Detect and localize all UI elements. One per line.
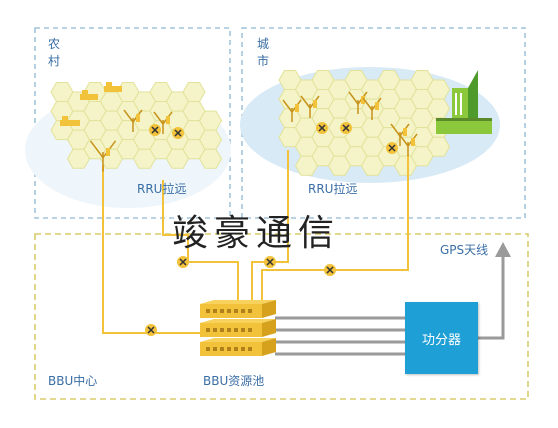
hex-cell bbox=[426, 79, 451, 100]
wrench-icon bbox=[324, 264, 336, 276]
wrench-icon bbox=[264, 256, 276, 268]
hex-cell bbox=[182, 82, 206, 102]
urban-region-label: 城市 bbox=[257, 37, 270, 68]
antenna-icon bbox=[89, 140, 117, 172]
antenna-icon bbox=[153, 111, 173, 134]
bbu-center-box bbox=[34, 233, 529, 400]
hex-cell bbox=[426, 98, 451, 119]
wrench-icon bbox=[316, 122, 328, 134]
urban-cell-cluster bbox=[278, 70, 451, 176]
city-building-icon bbox=[436, 70, 492, 134]
bbu-pool-label: BBU资源池 bbox=[203, 374, 265, 388]
hex-cell bbox=[426, 136, 451, 157]
house-icon bbox=[104, 82, 122, 92]
hex-cell bbox=[198, 129, 223, 150]
wrench-icon bbox=[145, 324, 157, 336]
rural-region-label: 农村 bbox=[48, 37, 61, 68]
bbu-server bbox=[200, 300, 276, 318]
gray-lines bbox=[275, 256, 505, 356]
rural-region-box bbox=[34, 27, 231, 219]
wrench-icon bbox=[172, 127, 184, 139]
power-splitter-label: 功分器 bbox=[421, 332, 461, 348]
wrench-icon bbox=[340, 122, 352, 134]
bbu-pool-servers bbox=[200, 300, 276, 356]
gps-arrow-head bbox=[495, 242, 511, 257]
bbu-server bbox=[200, 319, 276, 337]
watermark: 竣豪通信 bbox=[172, 213, 341, 254]
house-icon bbox=[80, 90, 98, 100]
wrench-icon bbox=[149, 124, 161, 136]
antenna-icon bbox=[300, 95, 320, 118]
antenna-icon bbox=[123, 109, 143, 132]
wrench-icons bbox=[145, 122, 398, 336]
hex-cell bbox=[198, 110, 223, 131]
antenna-icon bbox=[362, 97, 382, 120]
antenna-icon bbox=[398, 133, 418, 156]
bbu-center-label: BBU中心 bbox=[48, 374, 98, 388]
house-icon bbox=[60, 116, 80, 126]
power-splitter: 功分器 bbox=[405, 302, 478, 374]
wrench-icon bbox=[177, 256, 189, 268]
urban-rru-label: RRU拉远 bbox=[308, 182, 358, 196]
antennas bbox=[89, 91, 418, 172]
rural-cell-cluster bbox=[50, 82, 223, 169]
bbu-server bbox=[200, 338, 276, 356]
rural-rru-label: RRU拉远 bbox=[137, 182, 187, 196]
wrench-icon bbox=[386, 142, 398, 154]
antenna-icon bbox=[348, 91, 368, 114]
gps-antenna-label: GPS天线 bbox=[440, 243, 489, 257]
hex-cell bbox=[198, 148, 223, 169]
antenna-icon bbox=[282, 99, 302, 122]
